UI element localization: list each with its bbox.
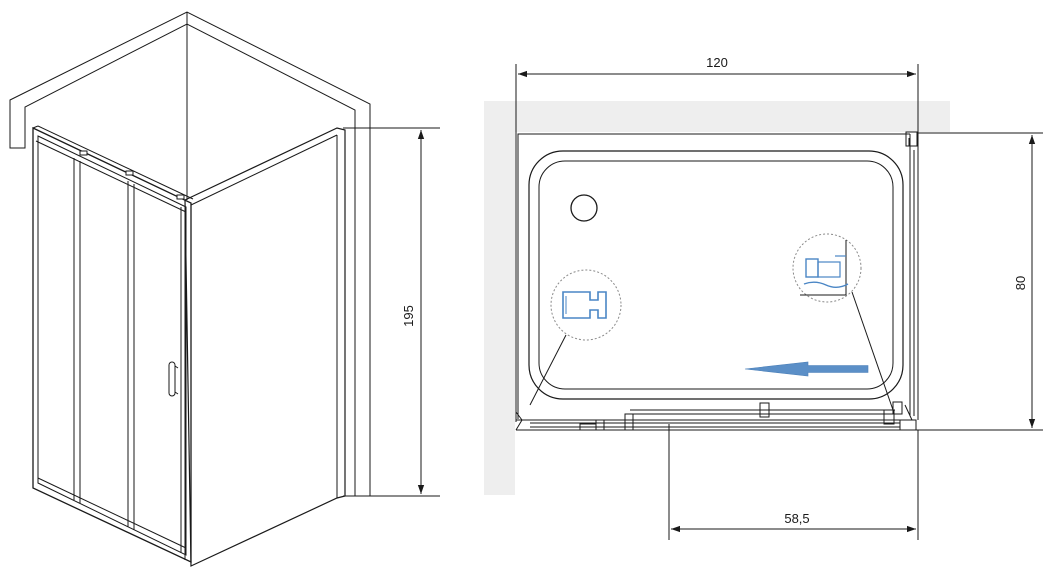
plan-view (484, 64, 1043, 540)
sliding-door (32, 125, 194, 564)
tray-basin-outer (528, 150, 904, 400)
depth-dimension (918, 132, 1043, 431)
drain-icon (570, 194, 598, 222)
wall-corner (9, 11, 371, 497)
wall-shading (484, 101, 950, 495)
height-dimension-label: 195 (401, 305, 416, 327)
entry-dimension-label: 58,5 (784, 511, 809, 526)
slide-direction-arrow-icon (744, 361, 869, 377)
side-panel (184, 127, 346, 567)
side-profile (905, 131, 918, 416)
entry-dimension (668, 424, 919, 540)
door-handle (168, 361, 176, 397)
tray-basin-inner (538, 160, 894, 390)
door-rail (515, 401, 918, 431)
shower-tray-outline (517, 133, 910, 419)
depth-dimension-label: 80 (1013, 276, 1028, 290)
width-dimension (515, 64, 919, 422)
width-dimension-label: 120 (706, 55, 728, 70)
height-dimension (343, 127, 440, 497)
isometric-view (9, 11, 440, 567)
profile-detail-icon (529, 269, 622, 406)
corner-detail-icon (792, 233, 894, 411)
